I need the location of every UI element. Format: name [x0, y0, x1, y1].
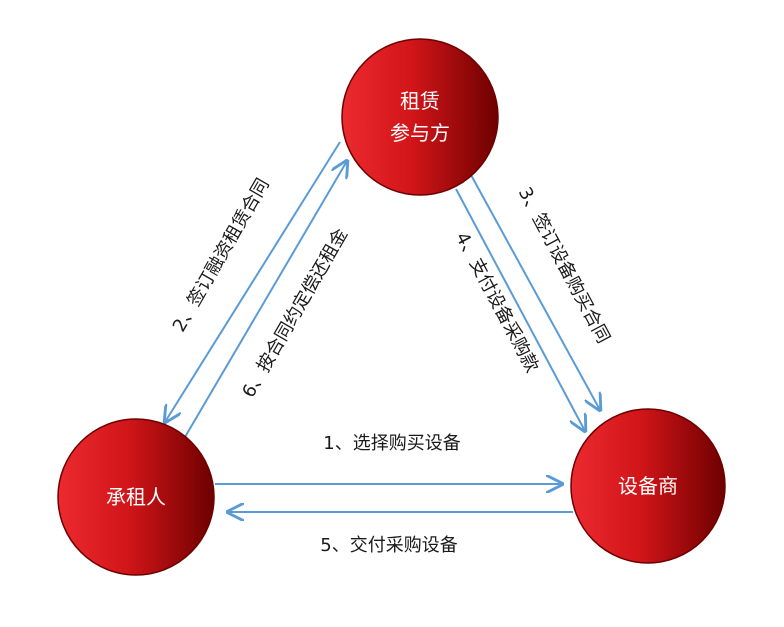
node-lessor-line2: 参与方	[390, 121, 450, 145]
arrow-step2	[165, 141, 341, 422]
label-step6: 6、按合同约定偿还租金	[238, 225, 352, 401]
arrow-step6	[184, 161, 347, 438]
label-step4: 4、支付设备采购款	[451, 229, 543, 376]
node-lessee-label: 承租人	[106, 485, 166, 509]
node-lessor-line1: 租赁	[400, 89, 440, 113]
arrow-step3	[470, 174, 600, 410]
node-lessor: 租赁 参与方	[341, 38, 499, 196]
node-lessee: 承租人	[57, 418, 215, 576]
label-step3: 3、签订设备购买合同	[514, 184, 614, 347]
arrow-step4	[455, 188, 585, 431]
node-supplier: 设备商	[570, 408, 726, 564]
label-step5: 5、交付采购设备	[320, 535, 457, 556]
node-supplier-label: 设备商	[618, 474, 678, 498]
label-step1: 1、选择购买设备	[323, 433, 460, 454]
